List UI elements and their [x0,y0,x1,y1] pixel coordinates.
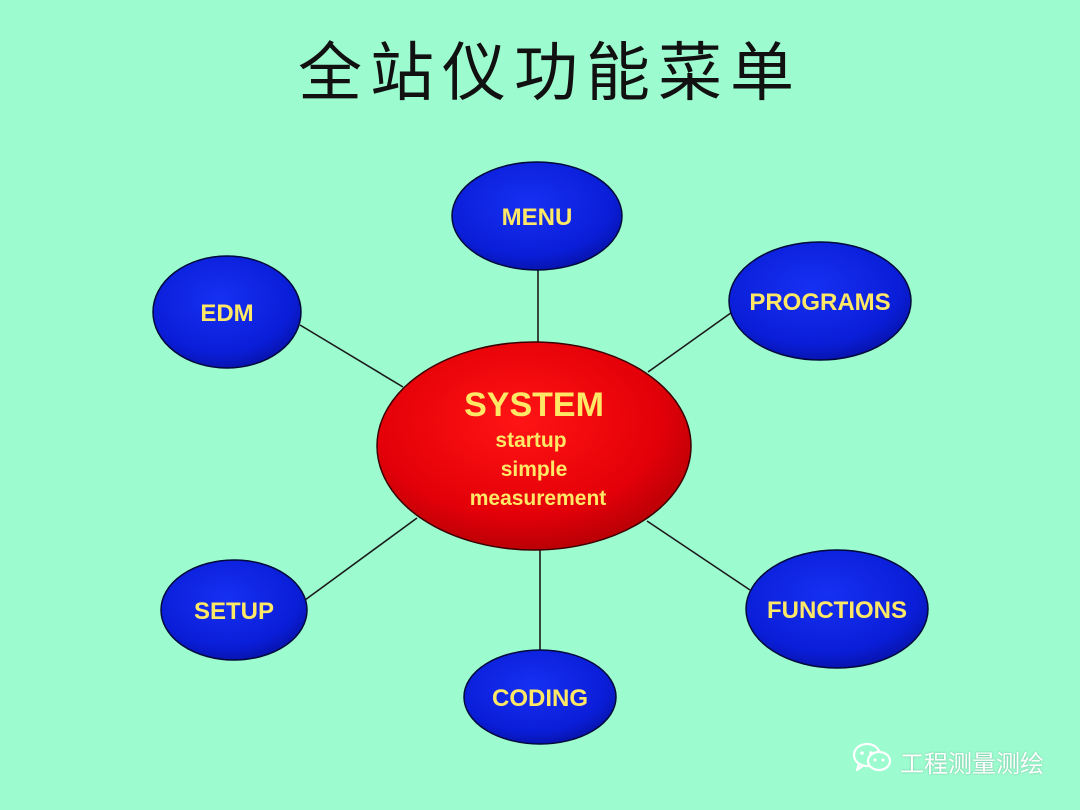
coding-node: CODING [463,649,617,745]
functions-node: FUNCTIONS [745,549,929,669]
setup-label: SETUP [194,598,274,625]
wechat-icon [852,742,892,780]
functions-label: FUNCTIONS [767,597,907,624]
system-node: SYSTEM startup simple measurement [376,341,692,551]
connector-setup [304,517,418,601]
setup-node: SETUP [160,559,308,661]
system-line-simple: simple [501,458,568,481]
connector-functions [646,520,751,591]
connector-edm [299,324,404,388]
watermark-text: 工程测量测绘 [900,749,1044,778]
programs-node: PROGRAMS [728,241,912,361]
menu-node: MENU [451,161,623,271]
watermark: 工程测量测绘 [852,742,1044,780]
menu-label: MENU [502,204,573,231]
system-heading: SYSTEM [464,386,604,424]
system-line-measurement: measurement [470,487,607,510]
edm-label: EDM [200,300,253,327]
programs-label: PROGRAMS [749,289,890,316]
connector-programs [647,309,736,373]
page-title: 全站仪功能菜单 [298,37,802,111]
system-line-startup: startup [495,429,566,452]
coding-label: CODING [492,685,588,712]
edm-node: EDM [152,255,302,369]
